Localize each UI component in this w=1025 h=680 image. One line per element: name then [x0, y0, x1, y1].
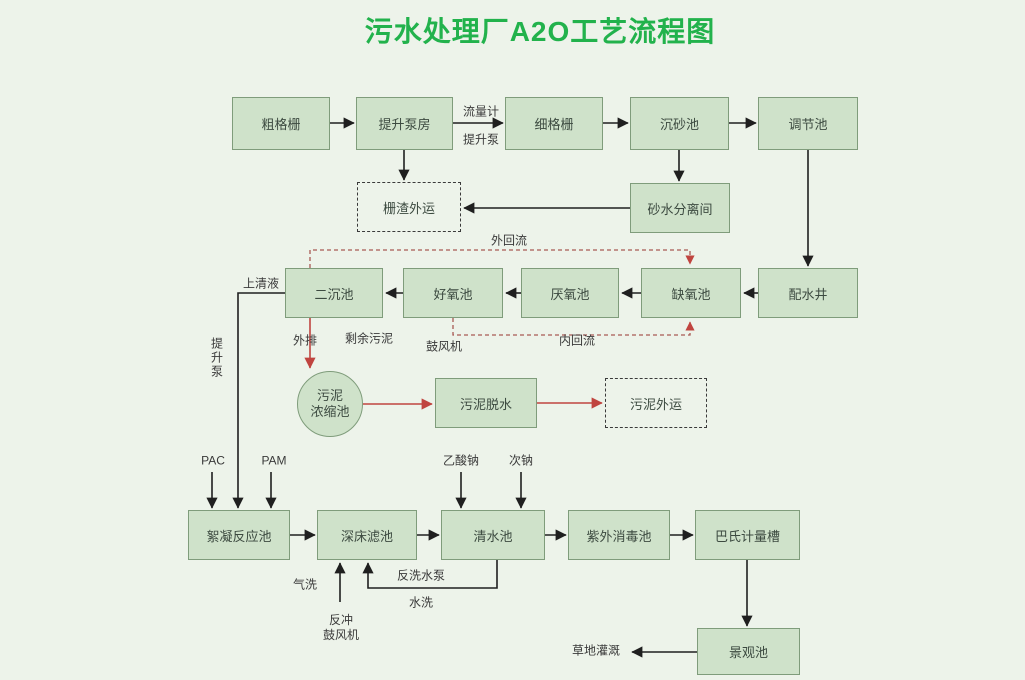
- node-anaerobic-tank: 厌氧池: [521, 268, 619, 318]
- node-label: 巴氏计量槽: [714, 528, 780, 544]
- label-flow-meter: 流量计: [462, 104, 500, 119]
- node-label: 提升泵房: [378, 117, 431, 132]
- node-label: 厌氧池: [550, 286, 590, 302]
- node-aerobic-tank: 好氧池: [403, 268, 503, 318]
- node-label: 深床滤池: [340, 528, 393, 544]
- node-uv-disinfection-tank: 紫外消毒池: [568, 510, 670, 560]
- node-label: 污泥: [316, 388, 343, 403]
- node-clear-water-tank: 清水池: [441, 510, 545, 560]
- label-air-wash: 气洗: [292, 577, 318, 592]
- node-label: 缺氧池: [671, 286, 711, 302]
- node-landscape-pond: 景观池: [697, 628, 800, 675]
- node-label: 细格栅: [534, 117, 574, 132]
- node-flocculation-tank: 絮凝反应池: [188, 510, 290, 560]
- label-water-wash: 水洗: [408, 595, 434, 610]
- node-label: 絮凝反应池: [206, 528, 272, 544]
- node-label: 清水池: [473, 528, 513, 544]
- label-line: 鼓风机: [322, 628, 360, 642]
- node-label: 粗格栅: [261, 117, 301, 132]
- label-lift-pump-vertical: 提升泵: [209, 337, 224, 379]
- label-supernatant: 上清液: [242, 276, 280, 291]
- label-pac: PAC: [201, 453, 225, 468]
- node-label: 景观池: [728, 645, 768, 660]
- label-discharge: 外排: [292, 333, 318, 348]
- node-sludge-disposal: 污泥外运: [605, 378, 707, 428]
- node-anoxic-tank: 缺氧池: [641, 268, 741, 318]
- node-label: 二沉池: [314, 286, 354, 302]
- node-label: 紫外消毒池: [586, 528, 652, 544]
- node-label: 砂水分离间: [647, 201, 713, 217]
- label-internal-recirculation: 内回流: [558, 333, 596, 348]
- node-parshall-flume: 巴氏计量槽: [695, 510, 800, 560]
- node-sludge-dewatering: 污泥脱水: [435, 378, 537, 428]
- label-sodium-acetate: 乙酸钠: [442, 453, 480, 468]
- node-deep-bed-filter: 深床滤池: [317, 510, 417, 560]
- node-screenings-disposal: 栅渣外运: [357, 182, 461, 232]
- node-secondary-clarifier: 二沉池: [285, 268, 383, 318]
- node-label: 污泥脱水: [459, 396, 512, 412]
- label-excess-sludge: 剩余污泥: [344, 331, 394, 346]
- diagram-title: 污水处理厂A2O工艺流程图: [364, 16, 716, 47]
- node-label: 浓缩池: [310, 404, 350, 419]
- node-distribution-well: 配水井: [758, 268, 858, 318]
- node-fine-screen: 细格栅: [505, 97, 603, 150]
- label-backwash-blower: 反冲 鼓风机: [323, 613, 359, 643]
- node-label: 沉砂池: [659, 117, 699, 132]
- label-blower: 鼓风机: [425, 339, 463, 354]
- label-pam: PAM: [261, 453, 287, 468]
- label-line: 反冲: [328, 613, 354, 627]
- label-backwash-pump: 反洗水泵: [396, 568, 446, 583]
- label-sodium-hypochlorite: 次钠: [508, 453, 534, 468]
- node-label: 栅渣外运: [382, 200, 435, 216]
- node-label: 调节池: [788, 117, 828, 132]
- node-label: 配水井: [788, 286, 828, 302]
- node-sludge-thickener: 污泥 浓缩池: [297, 371, 363, 437]
- label-grass-irrigation: 草地灌溉: [571, 643, 621, 658]
- node-label: 好氧池: [433, 286, 473, 302]
- node-sand-water-separation: 砂水分离间: [630, 183, 730, 233]
- node-lift-pump-station: 提升泵房: [356, 97, 453, 150]
- label-external-recirculation: 外回流: [490, 233, 528, 248]
- node-label: 污泥外运: [629, 396, 682, 412]
- node-grit-chamber: 沉砂池: [630, 97, 729, 150]
- node-regulating-tank: 调节池: [758, 97, 858, 150]
- label-lift-pump: 提升泵: [462, 132, 500, 147]
- node-coarse-screen: 粗格栅: [232, 97, 330, 150]
